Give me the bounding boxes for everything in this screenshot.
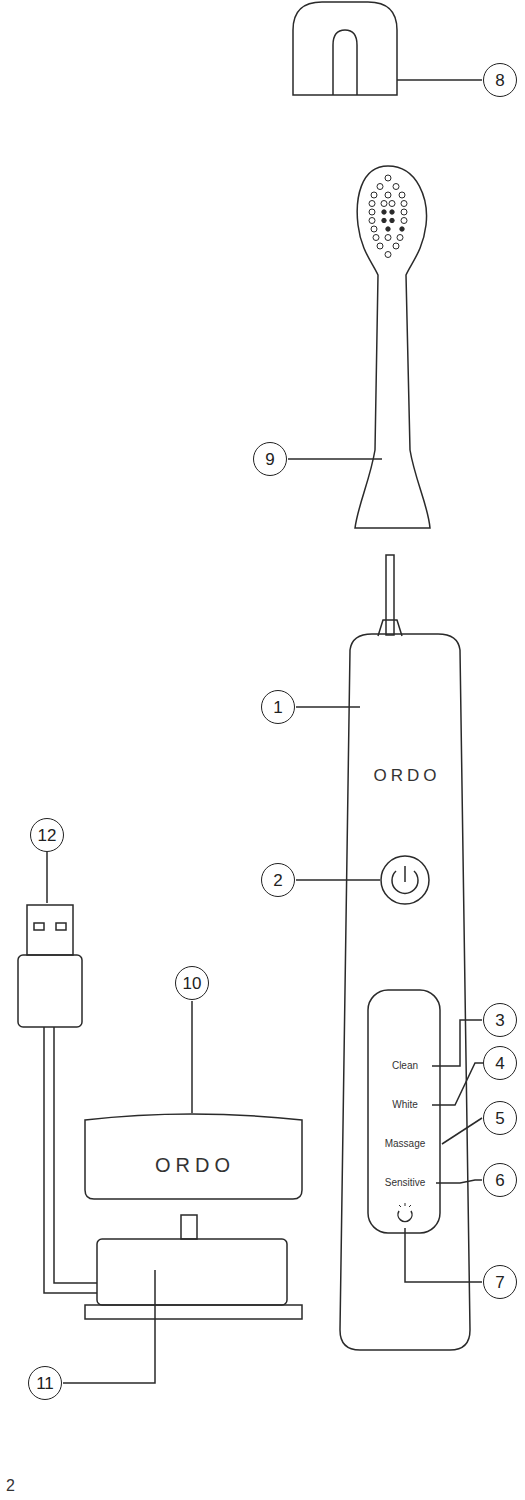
callout-number: 7 bbox=[483, 1265, 517, 1299]
callout-number: 3 bbox=[483, 1003, 517, 1037]
usb-cable bbox=[44, 1027, 97, 1293]
leader-line bbox=[432, 1063, 483, 1105]
charger-pin bbox=[181, 1215, 197, 1239]
callout-number: 9 bbox=[253, 442, 287, 476]
callout-number: 12 bbox=[30, 818, 64, 852]
cap-slot bbox=[333, 30, 357, 95]
mode-icon bbox=[398, 1211, 412, 1222]
callout-number: 4 bbox=[483, 1046, 517, 1080]
usb-connector bbox=[27, 905, 73, 955]
power-button bbox=[381, 856, 429, 904]
callout-number: 11 bbox=[28, 1366, 62, 1400]
bristle-dots bbox=[369, 175, 407, 258]
brush-head bbox=[355, 166, 430, 528]
brand-name: ORDO bbox=[374, 767, 441, 784]
usb-plug-body bbox=[18, 955, 82, 1027]
mode-label: Massage bbox=[385, 1139, 426, 1149]
callout-number: 1 bbox=[261, 690, 295, 724]
usb-contact bbox=[56, 923, 66, 930]
leader-line bbox=[46, 852, 48, 903]
leader-line bbox=[296, 706, 360, 708]
brand-name: ORDO bbox=[155, 1155, 235, 1175]
page-number: 2 bbox=[6, 1478, 15, 1494]
leader-line bbox=[296, 879, 380, 881]
leader-line bbox=[442, 1118, 482, 1144]
mode-label: Clean bbox=[392, 1061, 418, 1071]
leader-line bbox=[288, 458, 382, 460]
drive-shaft bbox=[386, 555, 394, 635]
leader-line bbox=[397, 79, 482, 81]
charger-plate bbox=[85, 1305, 302, 1319]
charger-cup bbox=[85, 1114, 302, 1199]
mode-icon-rays bbox=[399, 1203, 411, 1207]
mode-panel bbox=[368, 990, 440, 1233]
leader-line bbox=[432, 1020, 482, 1066]
mode-label: White bbox=[392, 1100, 418, 1110]
leader-line bbox=[63, 1270, 155, 1383]
mode-label: Sensitive bbox=[385, 1178, 426, 1188]
callout-number: 2 bbox=[261, 863, 295, 897]
leader-line bbox=[405, 1228, 482, 1282]
callout-number: 6 bbox=[483, 1163, 517, 1197]
callout-number: 8 bbox=[483, 63, 517, 97]
leader-line bbox=[191, 1001, 193, 1113]
brush-cap bbox=[293, 2, 397, 95]
callout-number: 10 bbox=[175, 966, 209, 1000]
callout-number: 5 bbox=[483, 1101, 517, 1135]
charger-base bbox=[97, 1239, 287, 1305]
power-icon bbox=[404, 866, 406, 882]
leader-line bbox=[436, 1180, 482, 1183]
usb-contact bbox=[34, 923, 44, 930]
